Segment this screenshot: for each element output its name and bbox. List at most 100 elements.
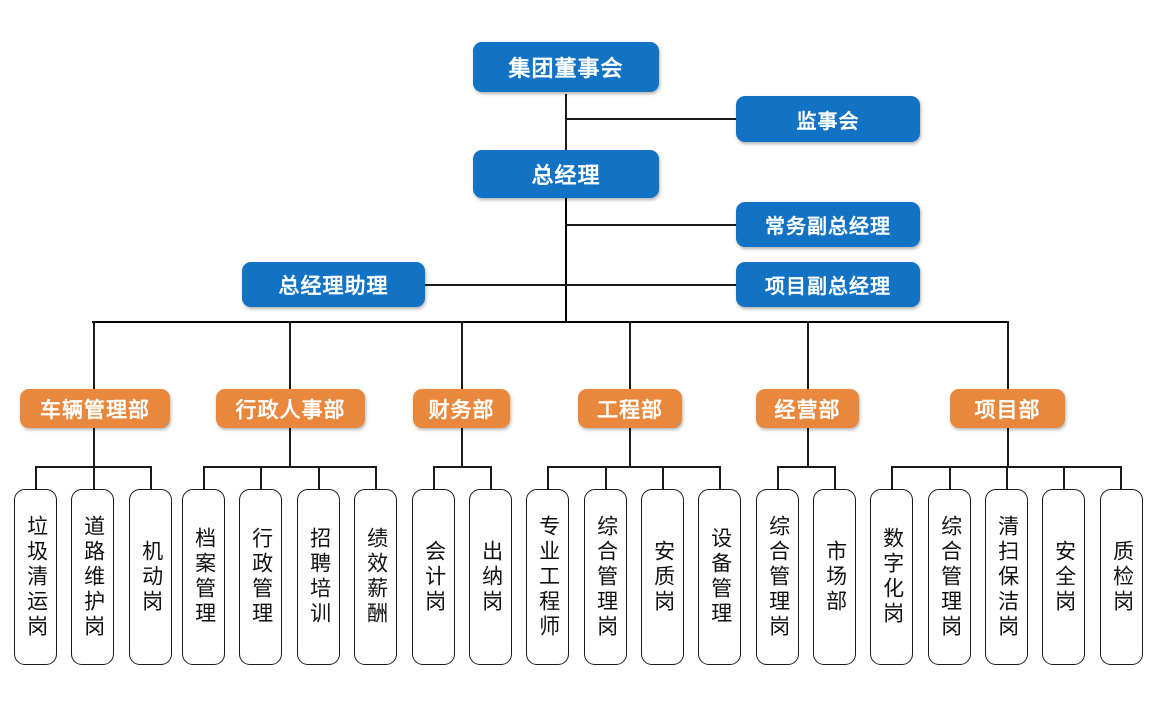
node-position-17[interactable]: 综合管理岗: [928, 489, 971, 665]
connector-leaf-5: [260, 466, 262, 490]
sub-bus-dept-2: [203, 466, 375, 468]
node-department-project[interactable]: 项目部: [950, 389, 1065, 428]
node-position-label: 道路维护岗: [81, 514, 105, 640]
node-position-11[interactable]: 综合管理岗: [584, 489, 627, 665]
sub-bus-dept-5: [777, 466, 834, 468]
node-gm-assistant[interactable]: 总经理助理: [242, 262, 425, 307]
node-position-label: 会计岗: [422, 539, 446, 615]
connector-board-to-gm: [565, 94, 567, 154]
connector-bus-to-dept-2: [289, 321, 291, 389]
node-position-20[interactable]: 质检岗: [1100, 489, 1143, 665]
connector-dept-5-stem: [807, 426, 809, 467]
node-department-label: 车辆管理部: [40, 398, 150, 422]
connector-leaf-6: [318, 466, 320, 490]
connector-bus-to-dept-5: [807, 321, 809, 389]
node-department-label: 项目部: [974, 398, 1041, 422]
node-department-label: 工程部: [597, 398, 663, 422]
connector-gm-to-project-deputy: [565, 284, 737, 286]
node-supervisory-board-label: 监事会: [796, 110, 860, 133]
sub-bus-dept-4: [547, 466, 719, 468]
connector-gm-to-executive-deputy: [565, 224, 737, 226]
node-supervisory-board[interactable]: 监事会: [736, 96, 920, 142]
node-gm-assistant-label: 总经理助理: [278, 274, 389, 298]
connector-gm-trunk: [565, 196, 567, 322]
connector-leaf-17: [949, 466, 951, 490]
node-position-18[interactable]: 清扫保洁岗: [985, 489, 1028, 665]
node-position-label: 垃圾清运岗: [24, 514, 48, 640]
node-position-label: 档案管理: [192, 527, 216, 627]
connector-leaf-16: [891, 466, 893, 490]
connector-bus-to-dept-4: [629, 321, 631, 389]
node-board[interactable]: 集团董事会: [473, 42, 659, 92]
node-position-10[interactable]: 专业工程师: [526, 489, 569, 665]
department-bus: [92, 321, 1009, 323]
node-position-1[interactable]: 垃圾清运岗: [14, 489, 57, 665]
node-position-label: 设备管理: [708, 527, 732, 627]
node-position-label: 综合管理岗: [766, 514, 790, 640]
connector-leaf-19: [1063, 466, 1065, 490]
node-position-label: 市场部: [823, 539, 847, 615]
node-position-14[interactable]: 综合管理岗: [756, 489, 799, 665]
node-position-6[interactable]: 招聘培训: [297, 489, 340, 665]
node-position-label: 出纳岗: [479, 539, 503, 615]
node-position-19[interactable]: 安全岗: [1042, 489, 1085, 665]
node-position-7[interactable]: 绩效薪酬: [354, 489, 397, 665]
node-position-2[interactable]: 道路维护岗: [71, 489, 114, 665]
node-department-engineering[interactable]: 工程部: [578, 389, 682, 428]
node-general-manager[interactable]: 总经理: [473, 150, 659, 198]
node-position-label: 综合管理岗: [594, 514, 618, 640]
connector-leaf-13: [719, 466, 721, 490]
node-position-3[interactable]: 机动岗: [129, 489, 172, 665]
node-position-label: 行政管理: [249, 527, 273, 627]
connector-leaf-20: [1120, 466, 1122, 490]
node-position-label: 清扫保洁岗: [995, 514, 1019, 640]
node-department-operations[interactable]: 经营部: [756, 389, 859, 428]
connector-dept-2-stem: [289, 426, 291, 467]
connector-leaf-12: [662, 466, 664, 490]
node-department-label: 经营部: [774, 398, 841, 422]
connector-leaf-4: [203, 466, 205, 490]
node-position-8[interactable]: 会计岗: [412, 489, 455, 665]
node-project-deputy-gm-label: 项目副总经理: [765, 276, 891, 298]
node-position-16[interactable]: 数字化岗: [870, 489, 913, 665]
connector-dept-3-stem: [461, 426, 463, 467]
node-position-9[interactable]: 出纳岗: [469, 489, 512, 665]
connector-leaf-15: [834, 466, 836, 490]
node-position-label: 质检岗: [1110, 539, 1134, 615]
node-department-finance[interactable]: 财务部: [413, 389, 510, 428]
connector-leaf-9: [490, 466, 492, 490]
connector-dept-1-stem: [93, 426, 95, 467]
sub-bus-dept-6: [891, 466, 1120, 468]
connector-leaf-11: [605, 466, 607, 490]
node-department-vehicle-management[interactable]: 车辆管理部: [20, 389, 170, 428]
connector-leaf-18: [1006, 466, 1008, 490]
connector-dept-4-stem: [629, 426, 631, 467]
connector-gm-trunk-to-supervisory: [565, 118, 737, 120]
node-position-12[interactable]: 安质岗: [641, 489, 684, 665]
node-project-deputy-gm[interactable]: 项目副总经理: [736, 262, 920, 307]
connector-bus-to-dept-6: [1007, 321, 1009, 389]
node-general-manager-label: 总经理: [531, 163, 601, 188]
node-position-label: 专业工程师: [536, 514, 560, 640]
connector-leaf-10: [547, 466, 549, 490]
connector-bus-to-dept-3: [461, 321, 463, 389]
node-position-15[interactable]: 市场部: [813, 489, 856, 665]
node-position-13[interactable]: 设备管理: [698, 489, 741, 665]
node-position-label: 综合管理岗: [938, 514, 962, 640]
node-position-label: 安质岗: [651, 539, 675, 615]
node-department-label: 行政人事部: [235, 398, 346, 422]
node-department-admin-hr[interactable]: 行政人事部: [216, 389, 365, 428]
connector-leaf-8: [433, 466, 435, 490]
node-position-5[interactable]: 行政管理: [239, 489, 282, 665]
connector-bus-to-dept-1: [93, 321, 95, 389]
connector-leaf-2: [93, 466, 95, 490]
node-position-label: 数字化岗: [880, 527, 904, 627]
node-position-label: 机动岗: [139, 539, 163, 615]
node-board-label: 集团董事会: [508, 56, 624, 81]
connector-leaf-14: [777, 466, 779, 490]
node-position-4[interactable]: 档案管理: [182, 489, 225, 665]
connector-gm-assistant-to-trunk: [424, 284, 566, 286]
node-executive-deputy-gm[interactable]: 常务副总经理: [736, 202, 920, 247]
connector-dept-6-stem: [1007, 426, 1009, 467]
